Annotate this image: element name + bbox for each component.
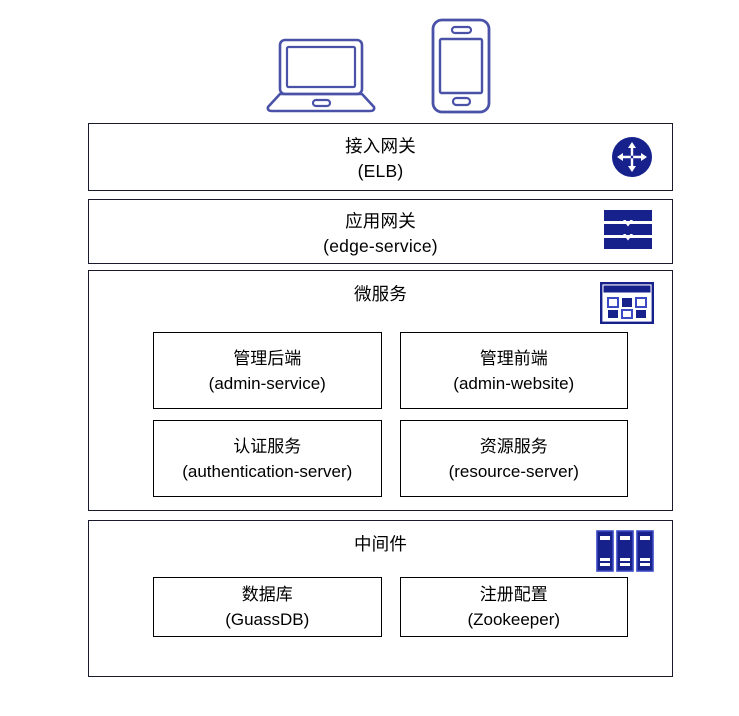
service-card-admin-service-title-en: (admin-service)	[208, 373, 326, 393]
microservice-grid-icon	[600, 282, 654, 324]
service-card-admin-website-title-en: (admin-website)	[453, 373, 575, 393]
layer-middleware-title: 中间件	[89, 532, 672, 557]
server-rack-icon	[596, 530, 654, 572]
layer-microservices-title-cn: 微服务	[353, 284, 408, 304]
layer-middleware: 中间件 数据库 (G	[88, 520, 673, 677]
service-card-resource-server-title-cn: 资源服务	[479, 436, 548, 456]
middleware-card-grid: 数据库 (GuassDB) 注册配置 (Zookeeper)	[153, 577, 628, 637]
phone-device	[428, 16, 494, 116]
middleware-card-registry-title-cn: 注册配置	[479, 585, 548, 604]
layer-middleware-title-cn: 中间件	[353, 534, 408, 554]
service-card-admin-service-title-cn: 管理后端	[233, 348, 302, 368]
laptop-device	[266, 34, 376, 114]
layer-elb-icon-holder	[610, 135, 654, 179]
service-card-resource-server[interactable]: 资源服务 (resource-server)	[399, 420, 628, 497]
layer-microservices: 微服务 管理后端 (admin-service) 管理前端 (admin-web…	[88, 270, 673, 511]
middleware-card-database-title-cn: 数据库	[241, 585, 293, 604]
middleware-card-registry-title-en: (Zookeeper)	[467, 610, 561, 629]
layer-microservices-title: 微服务	[89, 282, 672, 307]
service-card-authentication-server-title-cn: 认证服务	[233, 436, 302, 456]
service-card-admin-service[interactable]: 管理后端 (admin-service)	[153, 332, 382, 409]
microservice-card-grid: 管理后端 (admin-service) 管理前端 (admin-website…	[153, 332, 628, 497]
router-arrows-icon	[612, 137, 652, 177]
layer-elb: 接入网关 (ELB)	[88, 123, 673, 191]
middleware-card-database[interactable]: 数据库 (GuassDB)	[153, 577, 382, 637]
layer-edge-service: 应用网关 (edge-service)	[88, 199, 673, 264]
layer-microservices-icon-holder	[600, 282, 654, 324]
layer-elb-title-cn: 接入网关	[345, 136, 416, 156]
middleware-card-database-title-en: (GuassDB)	[225, 610, 310, 629]
layer-edge-service-title-cn: 应用网关	[345, 211, 416, 231]
service-card-authentication-server[interactable]: 认证服务 (authentication-server)	[153, 420, 382, 497]
gateway-stack-icon	[604, 210, 652, 249]
layer-edge-service-title-en: (edge-service)	[323, 236, 438, 256]
service-card-resource-server-title-en: (resource-server)	[448, 461, 579, 481]
middleware-card-registry[interactable]: 注册配置 (Zookeeper)	[399, 577, 628, 637]
service-card-admin-website[interactable]: 管理前端 (admin-website)	[399, 332, 628, 409]
layer-elb-title-en: (ELB)	[357, 161, 404, 181]
layer-edge-service-title: 应用网关 (edge-service)	[89, 209, 672, 259]
laptop-icon	[266, 38, 376, 113]
smartphone-icon	[431, 18, 491, 114]
service-card-authentication-server-title-en: (authentication-server)	[182, 461, 353, 481]
layer-edge-service-icon-holder	[602, 209, 654, 251]
layer-elb-title: 接入网关 (ELB)	[89, 134, 672, 184]
client-devices-row	[88, 14, 673, 118]
layer-middleware-icon-holder	[596, 530, 654, 572]
service-card-admin-website-title-cn: 管理前端	[479, 348, 548, 368]
